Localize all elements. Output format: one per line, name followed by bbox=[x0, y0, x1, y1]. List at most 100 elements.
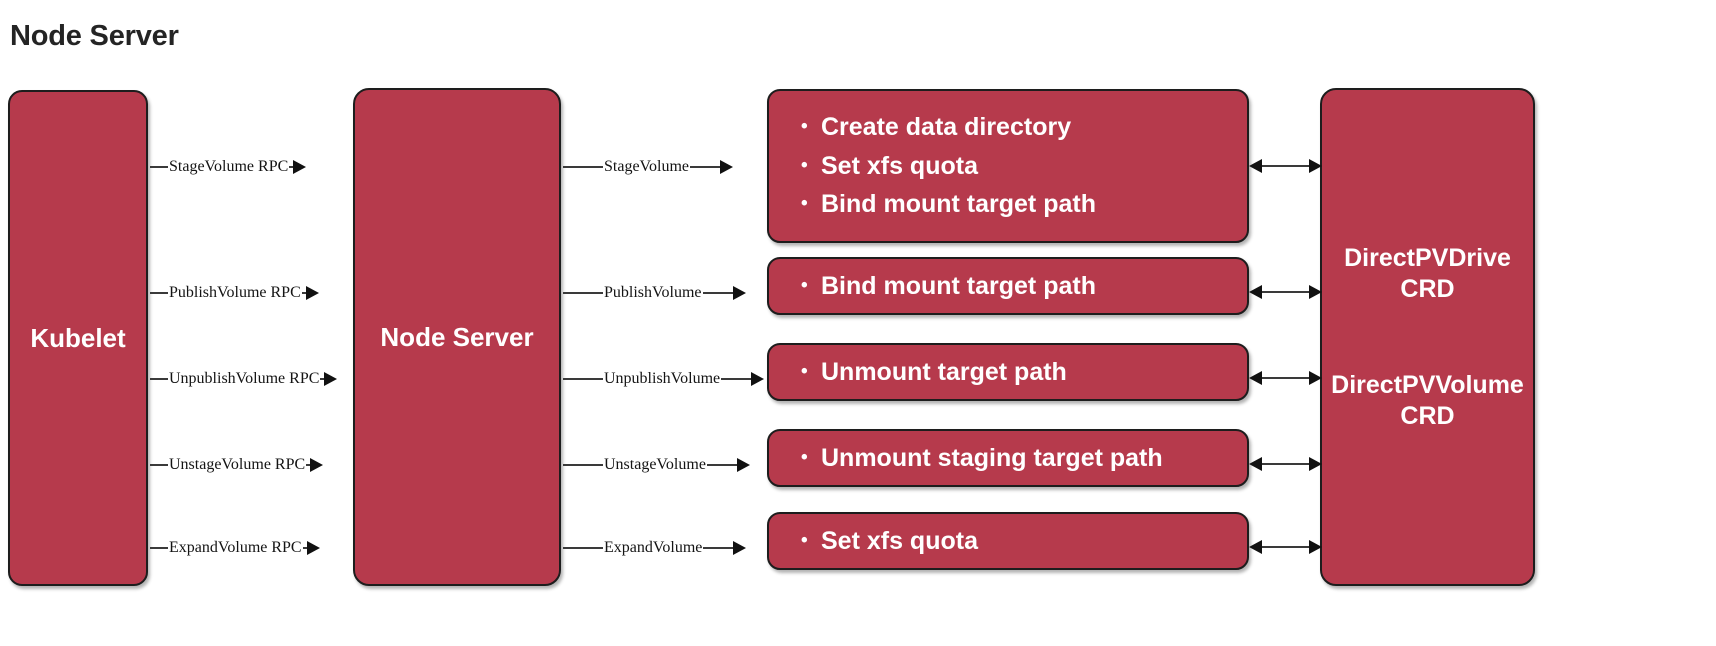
connector-label-expandvolume: ExpandVolume bbox=[604, 539, 703, 556]
kubelet-label: Kubelet bbox=[30, 322, 126, 353]
node-server-label: Node Server bbox=[380, 321, 534, 352]
action-item: • Unmount target path bbox=[801, 353, 1247, 392]
connector-line bbox=[301, 292, 306, 294]
connector-line bbox=[150, 547, 168, 549]
connector-nodeserver-unpublishvolume: UnpublishVolume bbox=[563, 367, 769, 391]
connector-line bbox=[563, 292, 603, 294]
arrow-head-left-icon bbox=[1249, 159, 1262, 173]
connector-line bbox=[150, 464, 168, 466]
bullet-icon: • bbox=[801, 529, 808, 551]
connector-kubelet-unpublishvolume-rpc: UnpublishVolume RPC bbox=[150, 367, 355, 391]
connector-unpublishvolume-crd bbox=[1249, 368, 1322, 388]
connector-label-publishvolume-rpc: PublishVolume RPC bbox=[169, 284, 301, 301]
action-box-publishvolume[interactable]: • Bind mount target path bbox=[767, 257, 1249, 315]
connector-line bbox=[1262, 463, 1309, 465]
connector-line bbox=[563, 547, 603, 549]
arrow-head-icon bbox=[1309, 540, 1322, 554]
arrow-head-icon bbox=[1309, 371, 1322, 385]
arrow-head-icon bbox=[324, 372, 338, 386]
action-label: Unmount staging target path bbox=[821, 443, 1163, 472]
connector-line bbox=[563, 166, 603, 168]
action-item: • Create data directory bbox=[801, 108, 1247, 147]
action-label: Bind mount target path bbox=[821, 190, 1096, 219]
crd-node[interactable]: DirectPVDrive CRD DirectPVVolume CRD bbox=[1320, 88, 1535, 586]
node-server-node[interactable]: Node Server bbox=[353, 88, 561, 586]
connector-stagevolume-crd bbox=[1249, 156, 1322, 176]
action-label: Unmount target path bbox=[821, 357, 1067, 386]
connector-nodeserver-stagevolume: StageVolume bbox=[563, 155, 769, 179]
connector-line bbox=[563, 464, 603, 466]
page-title: Node Server bbox=[10, 20, 179, 52]
connector-line bbox=[1262, 377, 1309, 379]
action-item: • Bind mount target path bbox=[801, 185, 1247, 224]
action-box-unstagevolume[interactable]: • Unmount staging target path bbox=[767, 429, 1249, 487]
arrow-head-icon bbox=[733, 541, 747, 555]
arrow-head-left-icon bbox=[1249, 285, 1262, 299]
connector-line bbox=[150, 166, 168, 168]
connector-unstagevolume-crd bbox=[1249, 454, 1322, 474]
connector-line bbox=[563, 378, 603, 380]
arrow-head-icon bbox=[720, 160, 734, 174]
bullet-icon: • bbox=[801, 274, 808, 296]
action-box-stagevolume[interactable]: • Create data directory • Set xfs quota … bbox=[767, 89, 1249, 243]
bullet-icon: • bbox=[801, 360, 808, 382]
connector-line bbox=[1262, 165, 1309, 167]
connector-line bbox=[150, 378, 168, 380]
arrow-head-icon bbox=[1309, 159, 1322, 173]
connector-label-unpublishvolume: UnpublishVolume bbox=[604, 370, 721, 387]
arrow-head-icon bbox=[1309, 285, 1322, 299]
arrow-head-left-icon bbox=[1249, 540, 1262, 554]
action-item: • Unmount staging target path bbox=[801, 439, 1247, 478]
arrow-head-icon bbox=[293, 160, 307, 174]
connector-label-stagevolume-rpc: StageVolume RPC bbox=[169, 158, 289, 175]
connector-nodeserver-unstagevolume: UnstageVolume bbox=[563, 453, 769, 477]
connector-line bbox=[306, 464, 311, 466]
connector-publishvolume-crd bbox=[1249, 282, 1322, 302]
arrow-head-icon bbox=[732, 286, 746, 300]
connector-line bbox=[706, 464, 737, 466]
connector-label-unpublishvolume-rpc: UnpublishVolume RPC bbox=[169, 370, 320, 387]
action-label: Set xfs quota bbox=[821, 151, 978, 180]
directpvvolume-crd-label: DirectPVVolume CRD bbox=[1331, 371, 1524, 430]
bullet-icon: • bbox=[801, 446, 808, 468]
connector-kubelet-expandvolume-rpc: ExpandVolume RPC bbox=[150, 536, 355, 560]
connector-expandvolume-crd bbox=[1249, 537, 1322, 557]
action-label: Set xfs quota bbox=[821, 526, 978, 555]
bullet-icon: • bbox=[801, 115, 808, 137]
node-server-architecture-diagram: Kubelet Node Server DirectPVDrive CRD Di… bbox=[0, 76, 1716, 586]
connector-label-publishvolume: PublishVolume bbox=[604, 284, 702, 301]
arrow-head-icon bbox=[736, 458, 750, 472]
action-box-unpublishvolume[interactable]: • Unmount target path bbox=[767, 343, 1249, 401]
action-item: • Set xfs quota bbox=[801, 147, 1247, 186]
connector-kubelet-publishvolume-rpc: PublishVolume RPC bbox=[150, 281, 355, 305]
action-item: • Bind mount target path bbox=[801, 267, 1247, 306]
arrow-head-icon bbox=[310, 458, 324, 472]
arrow-head-icon bbox=[305, 286, 319, 300]
arrow-head-left-icon bbox=[1249, 457, 1262, 471]
connector-kubelet-stagevolume-rpc: StageVolume RPC bbox=[150, 155, 355, 179]
connector-nodeserver-publishvolume: PublishVolume bbox=[563, 281, 769, 305]
directpvdrive-crd-label: DirectPVDrive CRD bbox=[1344, 244, 1511, 303]
connector-line bbox=[320, 378, 325, 380]
connector-line bbox=[150, 292, 168, 294]
connector-kubelet-unstagevolume-rpc: UnstageVolume RPC bbox=[150, 453, 355, 477]
connector-label-unstagevolume: UnstageVolume bbox=[604, 456, 706, 473]
action-label: Create data directory bbox=[821, 112, 1072, 141]
connector-line bbox=[1262, 291, 1309, 293]
bullet-icon: • bbox=[801, 193, 808, 215]
connector-label-expandvolume-rpc: ExpandVolume RPC bbox=[169, 539, 302, 556]
connector-label-stagevolume: StageVolume bbox=[604, 158, 690, 175]
kubelet-node[interactable]: Kubelet bbox=[8, 90, 148, 586]
action-item: • Set xfs quota bbox=[801, 522, 1247, 561]
connector-line bbox=[690, 166, 721, 168]
arrow-head-icon bbox=[751, 372, 765, 386]
connector-nodeserver-expandvolume: ExpandVolume bbox=[563, 536, 769, 560]
connector-line bbox=[721, 378, 752, 380]
connector-label-unstagevolume-rpc: UnstageVolume RPC bbox=[169, 456, 306, 473]
connector-line bbox=[302, 547, 307, 549]
arrow-head-left-icon bbox=[1249, 371, 1262, 385]
arrow-head-icon bbox=[306, 541, 320, 555]
connector-line bbox=[702, 292, 733, 294]
action-label: Bind mount target path bbox=[821, 271, 1096, 300]
action-box-expandvolume[interactable]: • Set xfs quota bbox=[767, 512, 1249, 570]
